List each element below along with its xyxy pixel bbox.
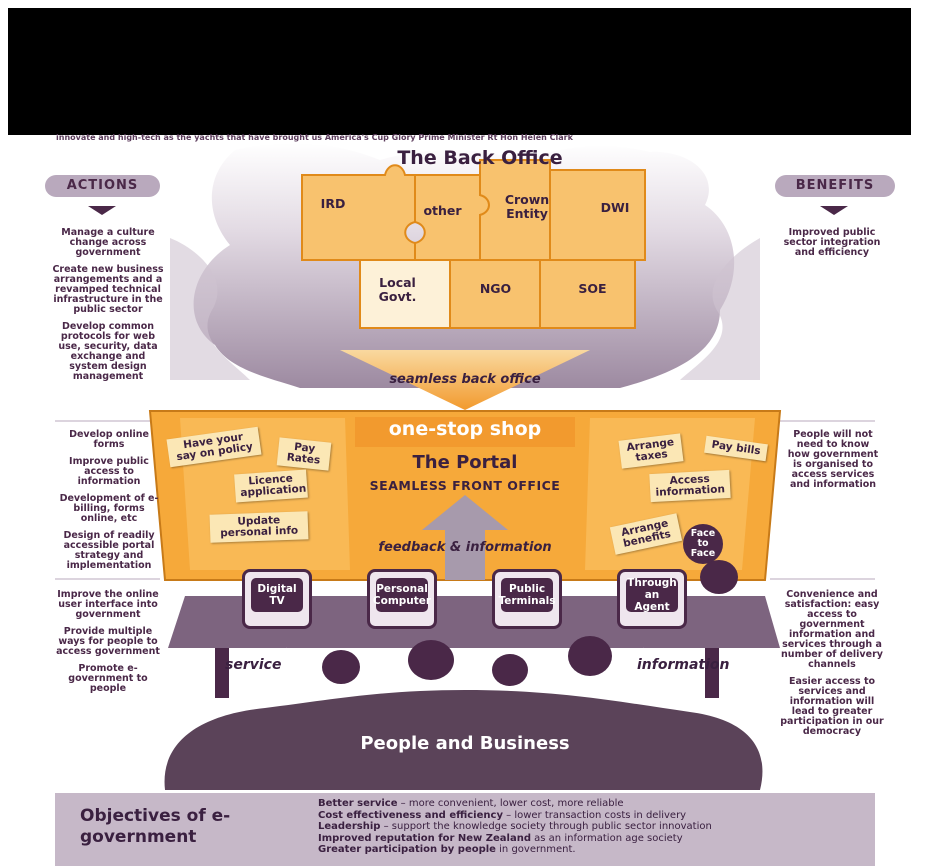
action-item: Improve the online user interface into g… (57, 589, 159, 620)
action-item: Provide multiple ways for people to acce… (56, 626, 160, 657)
piece-label-soe: SOE (578, 281, 607, 296)
channel-label: Personal Computer (373, 578, 431, 612)
action-item: Promote e-government to people (68, 663, 148, 694)
note-update-personal-info: Update personal info (209, 511, 309, 543)
benefits-pointer-icon (820, 206, 848, 215)
counter-leg-left (215, 648, 229, 698)
benefit-item: Improved public sector integration and e… (783, 227, 881, 258)
upward-arrow (422, 495, 508, 580)
objectives-band (55, 793, 875, 866)
person-head (322, 650, 360, 684)
puzzle-piece-ird (301, 164, 416, 261)
actions-pointer-icon (88, 206, 116, 215)
channel-digital-tv: Digital TV (242, 569, 312, 629)
objective-item: Cost effectiveness and efficiency – lowe… (318, 809, 687, 821)
benefit-item: Easier access to services and informatio… (780, 676, 884, 737)
benefits-heading: BENEFITS (775, 175, 895, 197)
puzzle-piece-local (359, 259, 451, 329)
back-office-puzzle (301, 159, 646, 329)
channel-label: Through an Agent (626, 577, 678, 613)
piece-label-ngo: NGO (479, 281, 512, 296)
actions-top-list: Manage a culture change across governmen… (52, 228, 164, 389)
note-pay-rates: Pay Rates (276, 437, 332, 471)
action-item: Improve public access to information (69, 456, 149, 487)
piece-label-dwi: DWI (600, 200, 630, 215)
actions-heading: ACTIONS (45, 175, 160, 197)
benefits-bottom-list: Convenience and satisfaction: easy acces… (778, 590, 886, 744)
action-item: Develop online forms (69, 429, 149, 450)
right-wave (680, 238, 760, 380)
person-head (568, 636, 612, 676)
objective-item: Improved reputation for New Zealand as a… (318, 832, 683, 844)
benefit-item: People will not need to know how governm… (787, 429, 879, 490)
face-to-face-badge: Face to Face (683, 524, 723, 564)
seamless-back-office-label: seamless back office (389, 372, 541, 387)
information-label: information (637, 657, 730, 673)
piece-label-other: other (423, 203, 462, 218)
puzzle-piece-dwi (549, 169, 646, 261)
back-office-title: The Back Office (397, 147, 563, 169)
action-item: Create new business arrangements and a r… (52, 264, 164, 315)
back-office-arrow (340, 350, 590, 410)
agent-head (700, 560, 738, 594)
feedback-information-label: feedback & information (378, 540, 552, 555)
objectives-list: Better service – more convenient, lower … (318, 798, 868, 856)
portal-subtitle: SEAMLESS FRONT OFFICE (369, 478, 561, 493)
note-access-information: Access information (649, 469, 731, 503)
objective-item: Better service – more convenient, lower … (318, 798, 624, 809)
channel-public-terminals: Public Terminals (492, 569, 562, 629)
one-stop-shop-banner: one-stop shop (388, 418, 542, 440)
one-stop-shop-banner-bg (355, 417, 575, 447)
person-head (492, 654, 528, 686)
people-crowd (164, 690, 763, 790)
action-item: Development of e-billing, forms online, … (59, 493, 159, 524)
action-item: Design of readily accessible portal stra… (63, 530, 155, 571)
benefits-middle-list: People will not need to know how governm… (785, 430, 881, 497)
action-item: Develop common protocols for web use, se… (58, 321, 158, 382)
channel-personal-computer: Personal Computer (367, 569, 437, 629)
objectives-title: Objectives of e-government (80, 806, 231, 847)
piece-label-local-govt: Local Govt. (378, 275, 417, 304)
objective-item: Leadership – support the knowledge socie… (318, 821, 712, 832)
actions-bottom-list: Improve the online user interface into g… (54, 590, 162, 701)
redaction-bar (8, 8, 911, 135)
puzzle-piece-soe (539, 259, 636, 329)
note-licence-application: Licence application (234, 469, 308, 503)
action-item: Manage a culture change across governmen… (61, 227, 155, 258)
service-label: service (225, 657, 282, 673)
counter-leg-right (705, 648, 719, 698)
quote-line: innovate and high-tech as the yachts tha… (56, 133, 573, 142)
person-head (408, 640, 454, 680)
portal-title: The Portal (412, 452, 518, 473)
piece-label-ird: IRD (320, 196, 346, 211)
piece-label-crown-entity: Crown Entity (504, 192, 550, 221)
benefits-top-list: Improved public sector integration and e… (778, 228, 886, 265)
left-wave (170, 238, 250, 380)
channel-through-an-agent: Through an Agent (617, 569, 687, 629)
objective-item: Greater participation by people in gover… (318, 844, 576, 855)
people-and-business-label: People and Business (360, 733, 570, 754)
channel-label: Public Terminals (498, 578, 556, 612)
channel-label: Digital TV (251, 578, 303, 612)
actions-middle-list: Develop online forms Improve public acce… (58, 430, 160, 578)
benefit-item: Convenience and satisfaction: easy acces… (781, 589, 883, 670)
